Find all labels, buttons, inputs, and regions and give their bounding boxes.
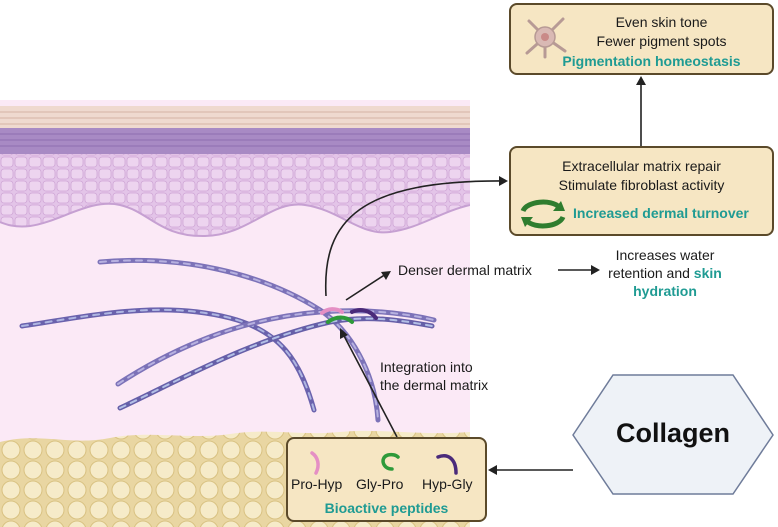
peptides-title: Bioactive peptides	[324, 500, 449, 516]
hydration-line3: hydration	[633, 283, 697, 299]
hydration-line2-prefix: retention and	[608, 265, 694, 281]
hyp-gly-icon	[436, 454, 458, 475]
integration-line2: the dermal matrix	[380, 377, 489, 393]
hydration-line2-teal: skin	[693, 265, 722, 281]
collagen-label: Collagen	[615, 418, 730, 448]
peptide-pro-hyp: Pro-Hyp	[291, 476, 343, 492]
top-box-line1: Even skin tone	[615, 14, 708, 30]
hydration-label: Increases water retention and skin hydra…	[600, 246, 730, 300]
arrowheads	[340, 76, 646, 475]
bioactive-peptides-box: Pro-Hyp Gly-Pro Hyp-Gly Bioactive peptid…	[286, 437, 487, 522]
integration-label: Integration into the dermal matrix	[380, 358, 488, 394]
collagen-fibers	[19, 257, 437, 423]
denser-dermal-matrix-label: Denser dermal matrix	[398, 262, 532, 278]
pro-hyp-icon	[310, 451, 320, 475]
top-box-title: Pigmentation homeostasis	[562, 53, 741, 69]
mid-box-line2: Stimulate fibroblast activity	[558, 177, 725, 193]
peptide-icons	[310, 451, 458, 475]
granular-layer	[0, 128, 470, 154]
peptide-gly-pro: Gly-Pro	[356, 476, 404, 492]
integration-line1: Integration into	[380, 359, 473, 375]
ecm-box: Extracellular matrix repair Stimulate fi…	[509, 146, 774, 236]
gly-pro-icon	[381, 452, 400, 471]
peptide-hyp-gly: Hyp-Gly	[422, 476, 473, 492]
mid-box-title: Increased dermal turnover	[573, 205, 749, 221]
collagen-hexagon	[572, 374, 774, 495]
top-box-line2: Fewer pigment spots	[596, 33, 727, 49]
stratum-corneum	[0, 106, 470, 128]
melanocyte-icon	[525, 17, 567, 59]
hydration-line2: retention and skin	[600, 264, 730, 282]
hydration-line1: Increases water	[615, 247, 715, 263]
pigmentation-box: Even skin tone Fewer pigment spots Pigme…	[509, 3, 774, 75]
cycle-arrows-icon	[520, 199, 566, 229]
arrows	[324, 80, 642, 471]
mid-box-line1: Extracellular matrix repair	[562, 158, 721, 174]
